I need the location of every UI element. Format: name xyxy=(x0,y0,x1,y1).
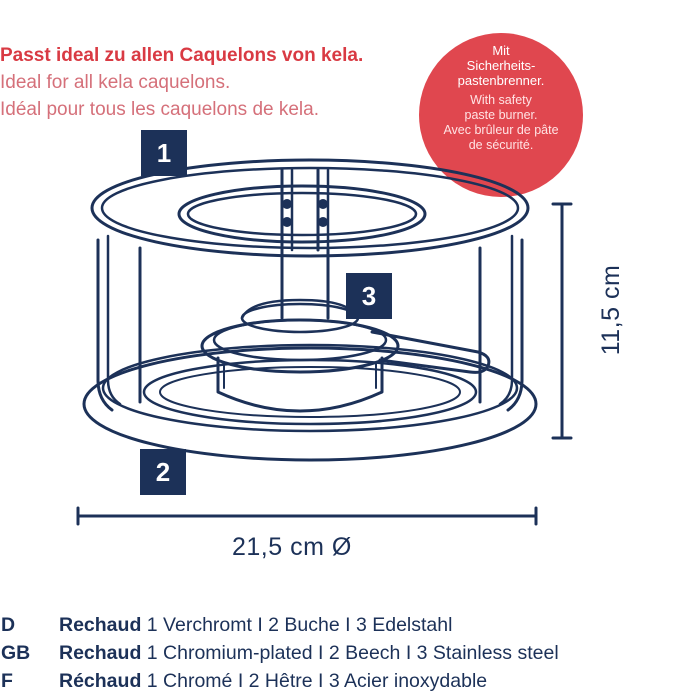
diameter-dimension-line xyxy=(76,506,538,526)
safety-burner-badge: Mit Sicherheits- pastenbrenner. With saf… xyxy=(419,33,583,197)
legend-desc: 1 Verchromt I 2 Buche I 3 Edelstahl xyxy=(146,614,453,636)
label-2: 2 xyxy=(140,449,186,495)
diameter-dimension: 21,5 cm Ø xyxy=(232,533,352,561)
headline-en: Ideal for all kela caquelons. xyxy=(0,72,231,93)
legend-row-f: F Réchaud 1 Chromé I 2 Hêtre I 3 Acier i… xyxy=(0,667,700,695)
label-3: 3 xyxy=(346,273,392,319)
legend: D Rechaud 1 Verchromt I 2 Buche I 3 Edel… xyxy=(0,611,700,695)
height-dimension-line xyxy=(551,202,573,440)
legend-desc: 1 Chromium-plated I 2 Beech I 3 Stainles… xyxy=(146,642,559,664)
badge-fr-line1: Avec brûleur de pâte xyxy=(443,123,559,137)
badge-de-line2: Sicherheits- xyxy=(466,58,536,73)
legend-code: F xyxy=(1,670,13,692)
headline-fr: Idéal pour tous les caquelons de kela. xyxy=(0,99,319,120)
legend-entry: Rechaud 1 Chromium-plated I 2 Beech I 3 … xyxy=(59,639,559,667)
legend-code: D xyxy=(1,614,16,636)
legend-desc: 1 Chromé I 2 Hêtre I 3 Acier inoxydable xyxy=(146,670,488,692)
badge-fr-line2: de sécurité. xyxy=(468,138,534,152)
headline: Passt ideal zu allen Caquelons von kela.… xyxy=(0,42,363,123)
legend-name: Rechaud xyxy=(59,642,142,664)
legend-name: Réchaud xyxy=(59,670,142,692)
badge-de-line3: pastenbrenner. xyxy=(457,73,545,88)
wooden-base xyxy=(82,343,538,462)
badge-en-line1: With safety xyxy=(470,93,532,107)
legend-entry: Rechaud 1 Verchromt I 2 Buche I 3 Edelst… xyxy=(59,611,452,639)
legend-row-d: D Rechaud 1 Verchromt I 2 Buche I 3 Edel… xyxy=(0,611,700,639)
chrome-frame xyxy=(90,158,530,412)
badge-de-line1: Mit xyxy=(492,43,510,58)
legend-name: Rechaud xyxy=(59,614,142,636)
legend-entry: Réchaud 1 Chromé I 2 Hêtre I 3 Acier ino… xyxy=(59,667,487,695)
headline-de: Passt ideal zu allen Caquelons von kela. xyxy=(0,45,364,66)
height-dimension: 11,5 cm xyxy=(596,264,625,356)
legend-code: GB xyxy=(1,642,31,664)
legend-row-gb: GB Rechaud 1 Chromium-plated I 2 Beech I… xyxy=(0,639,700,667)
badge-en-line2: paste burner. xyxy=(464,108,538,122)
label-1: 1 xyxy=(141,130,187,176)
